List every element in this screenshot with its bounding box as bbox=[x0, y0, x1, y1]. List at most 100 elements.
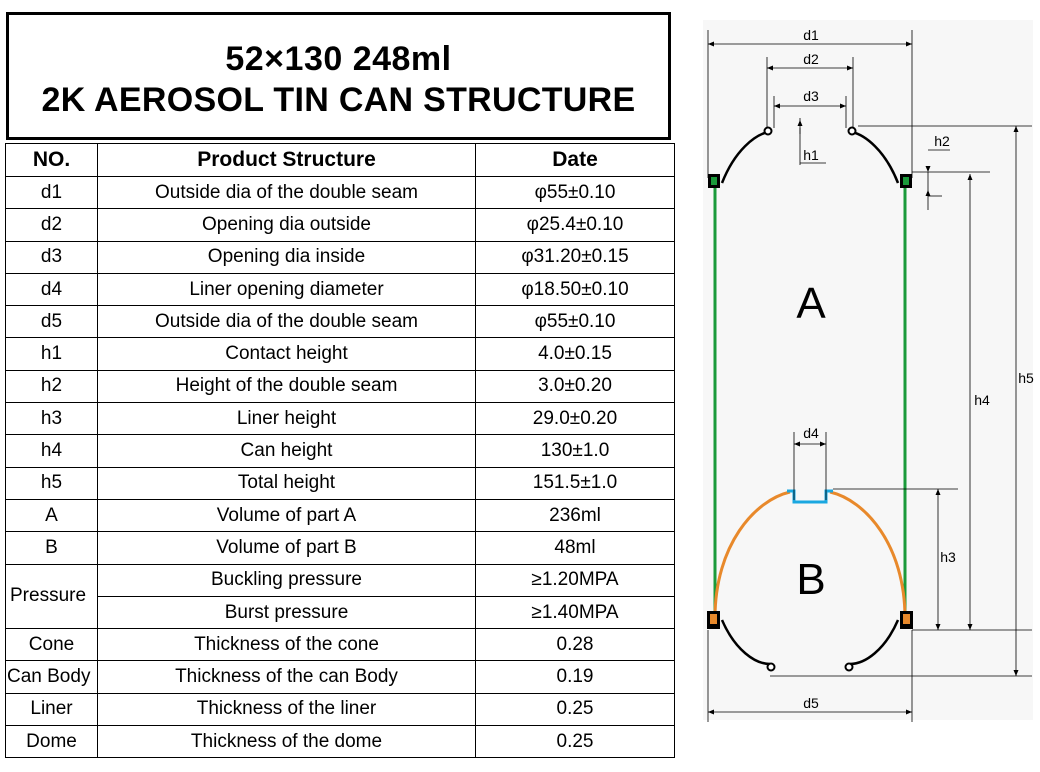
cell-structure: Liner opening diameter bbox=[97, 272, 476, 307]
bottom-seam-right-inner bbox=[903, 614, 910, 624]
cell-no: d5 bbox=[5, 305, 98, 339]
d2-dimension-arrow-left bbox=[767, 65, 773, 71]
cell-structure: Contact height bbox=[97, 337, 476, 371]
cell-structure: Opening dia outside bbox=[97, 208, 476, 242]
label-part-b: B bbox=[796, 555, 825, 604]
d1-dimension-arrow-right bbox=[906, 41, 912, 47]
cell-value: 4.0±0.15 bbox=[475, 337, 675, 371]
cell-value: 3.0±0.20 bbox=[475, 369, 675, 404]
cell-structure: Thickness of the liner bbox=[97, 692, 476, 727]
h5-dimension-arrow-top bbox=[1013, 126, 1019, 132]
table-header-row: NO. Product Structure Date bbox=[5, 143, 675, 177]
label-h4: h4 bbox=[974, 392, 990, 408]
cell-no: Dome bbox=[5, 725, 98, 759]
cell-no: h5 bbox=[5, 466, 98, 500]
cell-no: h2 bbox=[5, 369, 98, 404]
cell-value: 0.25 bbox=[475, 725, 675, 759]
cell-no: Cone bbox=[5, 628, 98, 662]
cell-no: A bbox=[5, 498, 98, 533]
label-h5: h5 bbox=[1018, 370, 1034, 386]
d4-dimension-arrow-right bbox=[820, 441, 826, 447]
label-d4: d4 bbox=[803, 425, 819, 441]
h4-dimension-arrow-top bbox=[967, 174, 973, 180]
label-d3: d3 bbox=[803, 88, 819, 104]
cell-value: φ55±0.10 bbox=[475, 175, 675, 210]
liner-opening bbox=[787, 489, 833, 504]
cell-value: φ18.50±0.10 bbox=[475, 272, 675, 307]
cone-curl-right bbox=[847, 126, 857, 136]
label-h2: h2 bbox=[934, 133, 950, 149]
cell-structure: Thickness of the can Body bbox=[97, 660, 476, 694]
cell-value: 29.0±0.20 bbox=[475, 402, 675, 436]
d3-dimension-arrow-right bbox=[840, 103, 846, 109]
dome-curl-right bbox=[844, 662, 854, 672]
dome-curl-left bbox=[766, 662, 776, 672]
cell-no: d2 bbox=[5, 208, 98, 242]
h2-arrow-bottom bbox=[925, 190, 931, 196]
cell-value: ≥1.20MPA bbox=[475, 563, 675, 597]
cell-structure: Outside dia of the double seam bbox=[97, 175, 476, 210]
cell-value: φ25.4±0.10 bbox=[475, 208, 675, 242]
cell-value: φ55±0.10 bbox=[475, 305, 675, 339]
cell-structure: Volume of part A bbox=[97, 498, 476, 533]
cell-value: 0.28 bbox=[475, 628, 675, 662]
cell-structure: Height of the double seam bbox=[97, 369, 476, 404]
h1-arrow bbox=[797, 120, 803, 126]
title-box: 52×130 248ml 2K AEROSOL TIN CAN STRUCTUR… bbox=[6, 12, 671, 140]
cell-structure: Thickness of the cone bbox=[97, 628, 476, 662]
d4-dimension-arrow-left bbox=[794, 441, 800, 447]
diagram-background bbox=[703, 20, 1033, 720]
top-seam-left-inner bbox=[711, 177, 717, 185]
cell-no: h4 bbox=[5, 434, 98, 468]
cell-value: ≥1.40MPA bbox=[475, 595, 675, 630]
cell-value: 48ml bbox=[475, 531, 675, 565]
liner-right bbox=[829, 490, 907, 619]
cell-structure: Liner height bbox=[97, 402, 476, 436]
cell-value: 0.25 bbox=[475, 692, 675, 727]
header-structure: Product Structure bbox=[97, 143, 476, 177]
d5-dimension-arrow-left bbox=[708, 709, 714, 715]
cell-structure: Total height bbox=[97, 466, 476, 500]
top-seam-right-inner bbox=[903, 177, 909, 185]
h5-dimension-arrow-bottom bbox=[1013, 670, 1019, 676]
h3-dimension-arrow-bottom bbox=[935, 624, 941, 630]
d3-dimension-arrow-left bbox=[774, 103, 780, 109]
title-main: 2K AEROSOL TIN CAN STRUCTURE bbox=[41, 81, 636, 119]
h2-arrow-top bbox=[925, 166, 931, 172]
d5-dimension-arrow-right bbox=[906, 709, 912, 715]
cell-structure: Burst pressure bbox=[97, 595, 476, 630]
cell-no: d4 bbox=[5, 272, 98, 307]
cell-value: φ31.20±0.15 bbox=[475, 240, 675, 274]
liner-left bbox=[713, 490, 791, 619]
cell-value: 0.19 bbox=[475, 660, 675, 694]
cell-value: 236ml bbox=[475, 498, 675, 533]
cell-no: d1 bbox=[5, 175, 98, 210]
d2-dimension-arrow-right bbox=[847, 65, 853, 71]
label-h3: h3 bbox=[940, 549, 956, 565]
label-d5: d5 bbox=[803, 695, 819, 711]
cell-no: h1 bbox=[5, 337, 98, 371]
bottom-seam-left-inner bbox=[710, 614, 717, 624]
cone-curl-left bbox=[763, 126, 773, 136]
label-d1: d1 bbox=[803, 27, 819, 43]
cell-no: h3 bbox=[5, 402, 98, 436]
header-no: NO. bbox=[5, 143, 98, 177]
cell-pressure-label: Pressure bbox=[5, 563, 98, 630]
cell-no: B bbox=[5, 531, 98, 565]
